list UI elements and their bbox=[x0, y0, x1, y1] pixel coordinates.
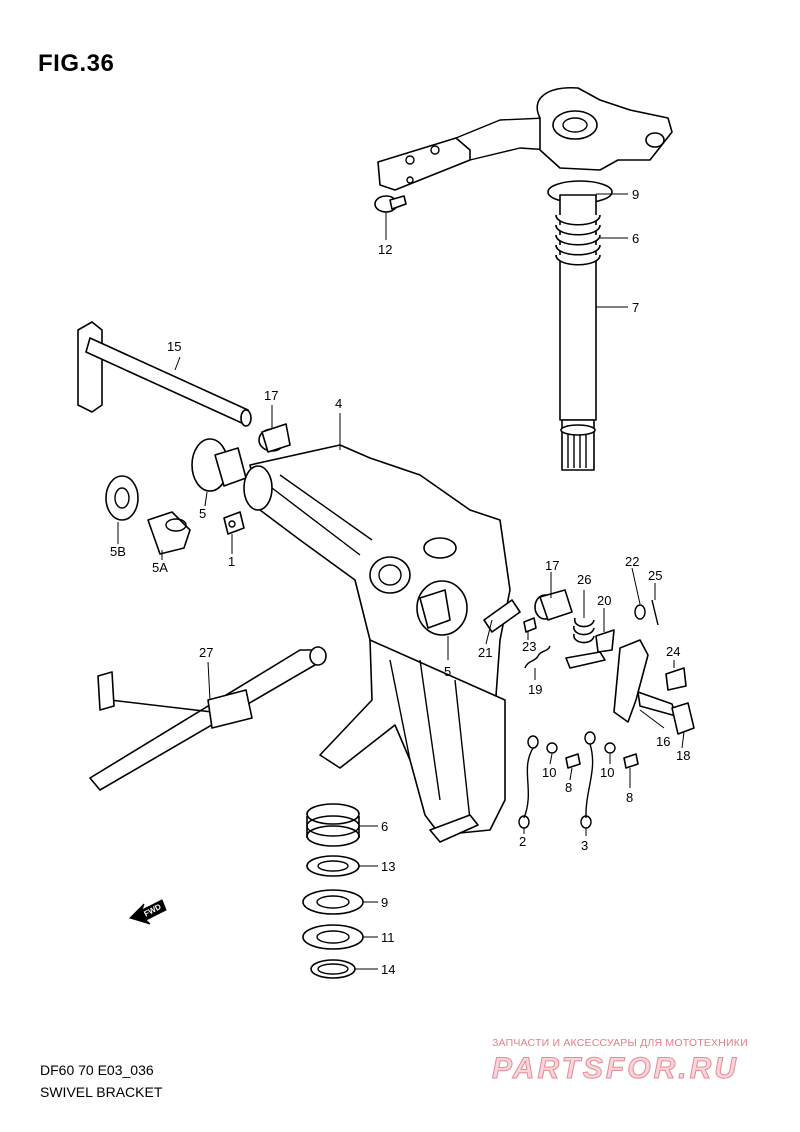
part-label-5-right: 5 bbox=[444, 664, 451, 679]
part-label-5A: 5A bbox=[152, 560, 168, 575]
part-label-17-left: 17 bbox=[264, 388, 278, 403]
part-label-6-upper: 6 bbox=[632, 231, 639, 246]
part-label-19: 19 bbox=[528, 682, 542, 697]
part-label-5-left: 5 bbox=[199, 506, 206, 521]
part-label-15: 15 bbox=[167, 339, 181, 354]
steering-shaft-drawing bbox=[547, 180, 613, 471]
tilt-lock-parts-drawing bbox=[483, 589, 695, 735]
figure-name: SWIVEL BRACKET bbox=[40, 1084, 163, 1100]
part-label-7: 7 bbox=[632, 300, 639, 315]
part-label-26: 26 bbox=[577, 572, 591, 587]
part-label-14: 14 bbox=[381, 962, 395, 977]
part-label-12: 12 bbox=[378, 242, 392, 257]
part-label-8-right: 8 bbox=[626, 790, 633, 805]
part-label-21: 21 bbox=[478, 645, 492, 660]
bushings-drawing bbox=[105, 423, 291, 555]
part-label-1: 1 bbox=[228, 554, 235, 569]
part-label-13: 13 bbox=[381, 859, 395, 874]
part-label-18: 18 bbox=[676, 748, 690, 763]
part-label-8-left: 8 bbox=[565, 780, 572, 795]
part-label-4: 4 bbox=[335, 396, 342, 411]
tilt-rod-drawing bbox=[77, 321, 252, 427]
watermark-logo: PARTSFOR.RU bbox=[492, 1052, 739, 1086]
leader-lines bbox=[117, 193, 685, 970]
part-label-25: 25 bbox=[648, 568, 662, 583]
part-label-9-lower: 9 bbox=[381, 895, 388, 910]
part-number-labels: 9 6 7 12 15 17 4 5 5B 5A 1 17 26 20 22 2… bbox=[110, 187, 690, 977]
part-label-27: 27 bbox=[199, 645, 213, 660]
watermark-caption: ЗАПЧАСТИ И АКСЕССУАРЫ ДЛЯ МОТОТЕХНИКИ bbox=[492, 1037, 748, 1049]
swivel-bracket-drawing bbox=[243, 444, 511, 843]
part-label-16: 16 bbox=[656, 734, 670, 749]
bolt-12-drawing bbox=[374, 195, 407, 213]
ground-wires-drawing bbox=[518, 731, 639, 829]
figure-code: DF60 70 E03_036 bbox=[40, 1062, 154, 1078]
grease-nipple-drawing bbox=[223, 511, 245, 535]
part-label-11: 11 bbox=[381, 930, 395, 945]
part-label-9-upper: 9 bbox=[632, 187, 639, 202]
part-label-24: 24 bbox=[666, 644, 680, 659]
part-label-20: 20 bbox=[597, 593, 611, 608]
part-label-22: 22 bbox=[625, 554, 639, 569]
part-label-2: 2 bbox=[519, 834, 526, 849]
part-label-3: 3 bbox=[581, 838, 588, 853]
fwd-direction-icon: FWD bbox=[129, 899, 167, 925]
lever-rod-drawing bbox=[89, 646, 327, 791]
figure-title: FIG.36 bbox=[38, 50, 115, 77]
part-label-10-right: 10 bbox=[600, 765, 614, 780]
steering-arm-drawing bbox=[377, 87, 673, 191]
lower-stack-drawing bbox=[302, 803, 364, 979]
part-label-5B: 5B bbox=[110, 544, 126, 559]
part-label-17-right: 17 bbox=[545, 558, 559, 573]
part-label-23: 23 bbox=[522, 639, 536, 654]
part-label-10-left: 10 bbox=[542, 765, 556, 780]
part-label-6-lower: 6 bbox=[381, 819, 388, 834]
